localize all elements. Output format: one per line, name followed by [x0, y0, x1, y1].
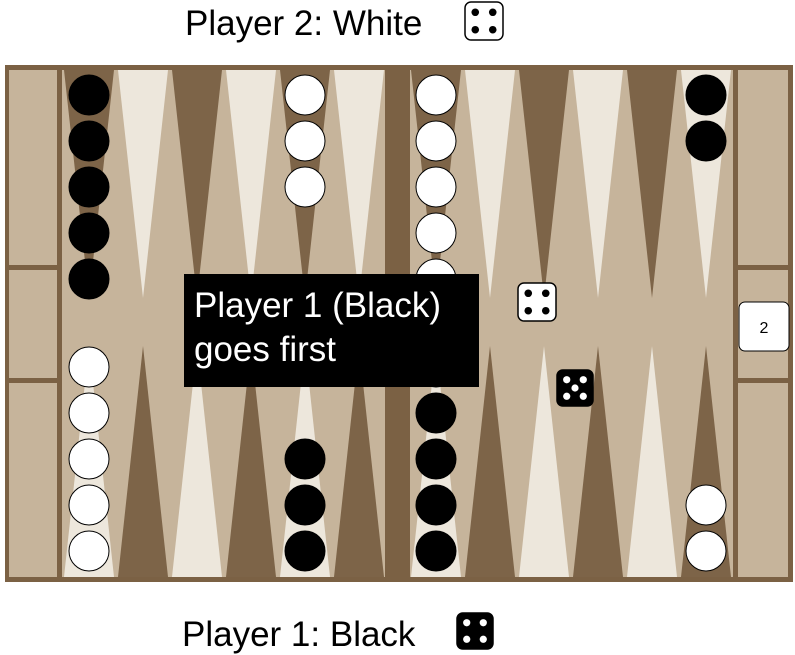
- point-top-8: [465, 70, 515, 298]
- black-checker: [68, 120, 110, 162]
- board-die-black: [556, 369, 594, 407]
- die-pip: [541, 306, 550, 315]
- die-pip: [524, 289, 533, 298]
- white-checker: [68, 392, 110, 434]
- die-face: [456, 612, 494, 650]
- right-tray-bottom: [738, 383, 788, 577]
- turn-message-line2: goes first: [194, 330, 336, 369]
- die-pip: [579, 392, 587, 400]
- white-checker: [68, 530, 110, 572]
- left-tray-bottom: [9, 383, 57, 577]
- point-top-6: [334, 70, 384, 298]
- board-checkers: [68, 74, 727, 572]
- die-pip: [463, 619, 471, 627]
- black-checker: [685, 74, 727, 116]
- black-checker: [415, 438, 457, 480]
- player2-die-face: [464, 1, 504, 41]
- black-checker: [68, 166, 110, 208]
- point-top-2: [118, 70, 168, 298]
- doubling-cube-value: 2: [760, 320, 769, 337]
- player1-die-face: [456, 612, 494, 650]
- white-checker: [68, 346, 110, 388]
- die-pip: [463, 635, 471, 643]
- point-bottom-10: [573, 346, 623, 577]
- white-checker: [68, 484, 110, 526]
- white-checker: [284, 166, 326, 208]
- player2-label: Player 2: White: [185, 4, 422, 43]
- point-bottom-6: [334, 346, 384, 577]
- white-checker: [284, 120, 326, 162]
- black-checker: [415, 392, 457, 434]
- left-tray-middle: [9, 270, 57, 378]
- white-checker: [685, 530, 727, 572]
- white-checker: [415, 212, 457, 254]
- die-pip: [563, 392, 571, 400]
- right-tray-top: [738, 70, 788, 265]
- point-top-4: [226, 70, 276, 298]
- white-checker: [284, 74, 326, 116]
- black-checker: [284, 530, 326, 572]
- point-bottom-2: [118, 346, 168, 577]
- point-top-11: [627, 70, 677, 298]
- white-checker: [685, 484, 727, 526]
- point-bottom-8: [465, 346, 515, 577]
- black-checker: [284, 438, 326, 480]
- die-face: [517, 282, 557, 322]
- point-bottom-4: [226, 346, 276, 577]
- die-pip: [488, 25, 497, 34]
- die-pip: [479, 619, 487, 627]
- die-pip: [524, 306, 533, 315]
- player2-die: [464, 1, 504, 41]
- black-checker: [68, 74, 110, 116]
- die-pip: [471, 8, 480, 17]
- black-checker: [415, 530, 457, 572]
- black-checker: [68, 212, 110, 254]
- turn-message-line1: Player 1 (Black): [194, 286, 442, 325]
- die-pip: [541, 289, 550, 298]
- die-pip: [571, 384, 579, 392]
- board-die-white: [517, 282, 557, 322]
- left-tray-top: [9, 70, 57, 265]
- black-checker: [415, 484, 457, 526]
- point-bottom-9: [519, 346, 569, 577]
- die-pip: [479, 635, 487, 643]
- white-checker: [415, 120, 457, 162]
- white-checker: [68, 438, 110, 480]
- die-face: [464, 1, 504, 41]
- point-top-3: [172, 70, 222, 298]
- white-checker: [415, 74, 457, 116]
- player1-die: [456, 612, 494, 650]
- die-pip: [563, 376, 571, 384]
- board-dice: [517, 282, 594, 407]
- point-bottom-3: [172, 346, 222, 577]
- black-checker: [284, 484, 326, 526]
- black-checker: [685, 120, 727, 162]
- turn-message: Player 1 (Black) goes first: [184, 274, 479, 387]
- doubling-cube[interactable]: 2: [738, 301, 790, 352]
- point-top-9: [519, 70, 569, 298]
- player1-label: Player 1: Black: [182, 615, 416, 654]
- die-pip: [488, 8, 497, 17]
- white-checker: [415, 166, 457, 208]
- die-pip: [579, 376, 587, 384]
- point-bottom-11: [627, 346, 677, 577]
- point-top-10: [573, 70, 623, 298]
- backgammon-board: 2: [5, 65, 793, 582]
- black-checker: [68, 258, 110, 300]
- die-pip: [471, 25, 480, 34]
